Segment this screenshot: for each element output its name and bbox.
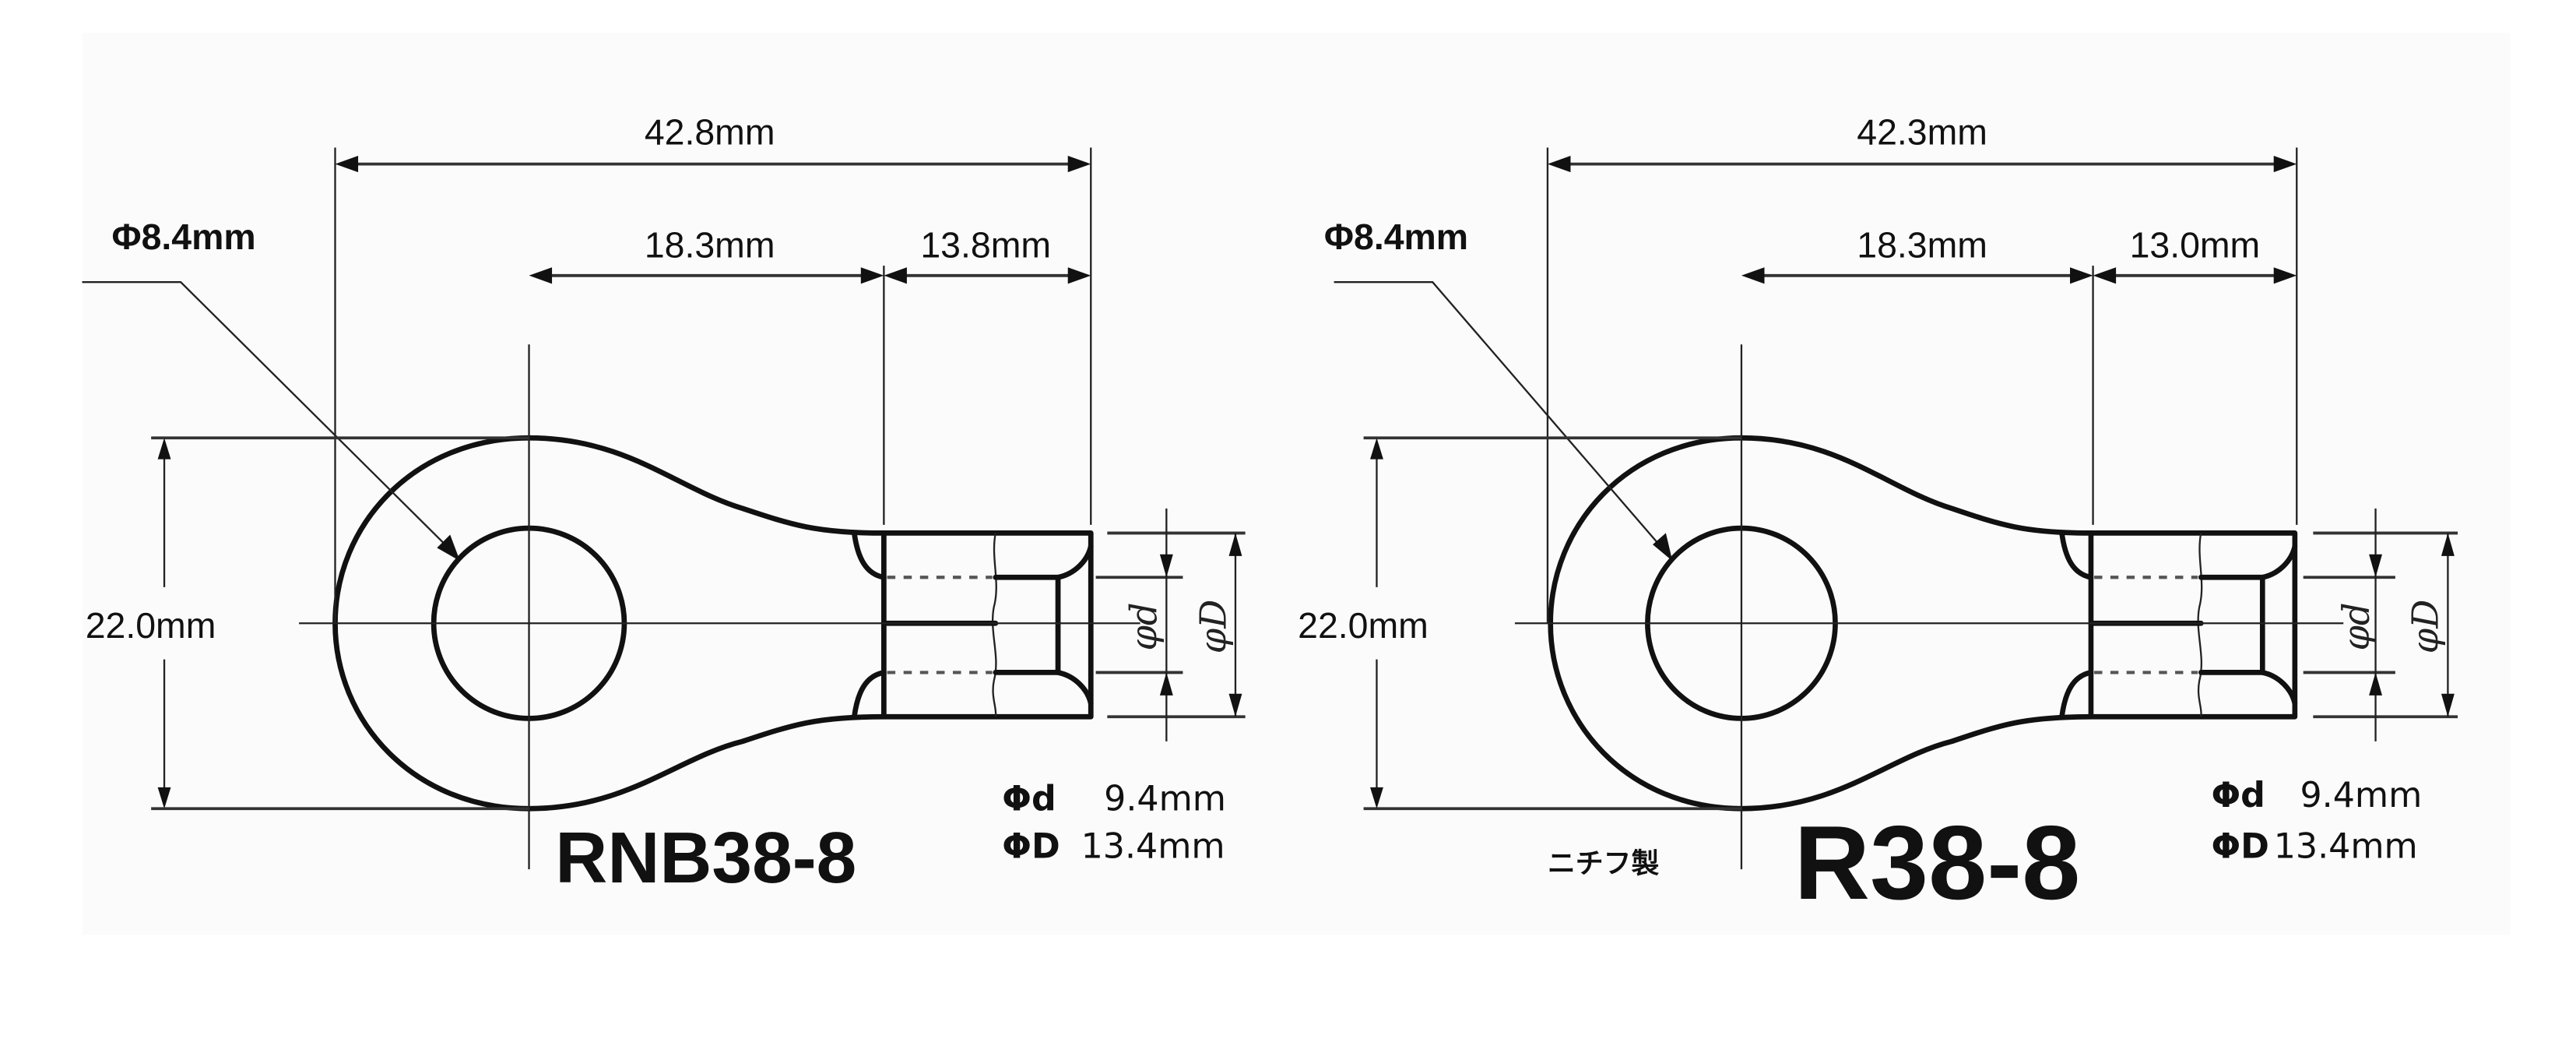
- diagram-left: [82, 147, 1246, 870]
- spec-d-label: Φd: [2212, 776, 2265, 815]
- spec-d-label: Φd: [1002, 779, 1056, 819]
- model-name: R38-8: [1794, 804, 2080, 921]
- phi-d-symbol: φd: [1123, 602, 1165, 650]
- spec-D-value: 13.4mm: [1081, 826, 1225, 866]
- drawing-panel: [82, 33, 2511, 935]
- spec-D-label: ΦD: [2212, 826, 2269, 866]
- phi-D-symbol: φD: [1192, 600, 1234, 654]
- model-name: RNB38-8: [555, 817, 856, 898]
- spec-D-value: 13.4mm: [2274, 826, 2418, 866]
- maker-label: ニチフ製: [1548, 847, 1660, 879]
- center-to-barrel-label: 18.3mm: [645, 225, 775, 266]
- spec-d-value: 9.4mm: [1104, 779, 1226, 819]
- barrel-length-label: 13.8mm: [920, 225, 1051, 266]
- spec-d-value: 9.4mm: [2300, 776, 2422, 815]
- ring-width-label: 22.0mm: [86, 605, 216, 646]
- diagram-right: [1334, 147, 2458, 870]
- ring-width-label: 22.0mm: [1298, 605, 1429, 646]
- barrel-length-label: 13.0mm: [2130, 225, 2261, 266]
- center-to-barrel-label: 18.3mm: [1857, 225, 1987, 266]
- phi-d-symbol: φd: [2335, 602, 2377, 650]
- total-length-label: 42.3mm: [1857, 111, 1987, 152]
- phi-D-symbol: φD: [2405, 600, 2447, 654]
- spec-D-label: ΦD: [1002, 826, 1060, 866]
- hole-diameter-label: Φ8.4mm: [1324, 217, 1468, 257]
- hole-diameter-label: Φ8.4mm: [112, 217, 256, 257]
- total-length-label: 42.8mm: [645, 111, 775, 152]
